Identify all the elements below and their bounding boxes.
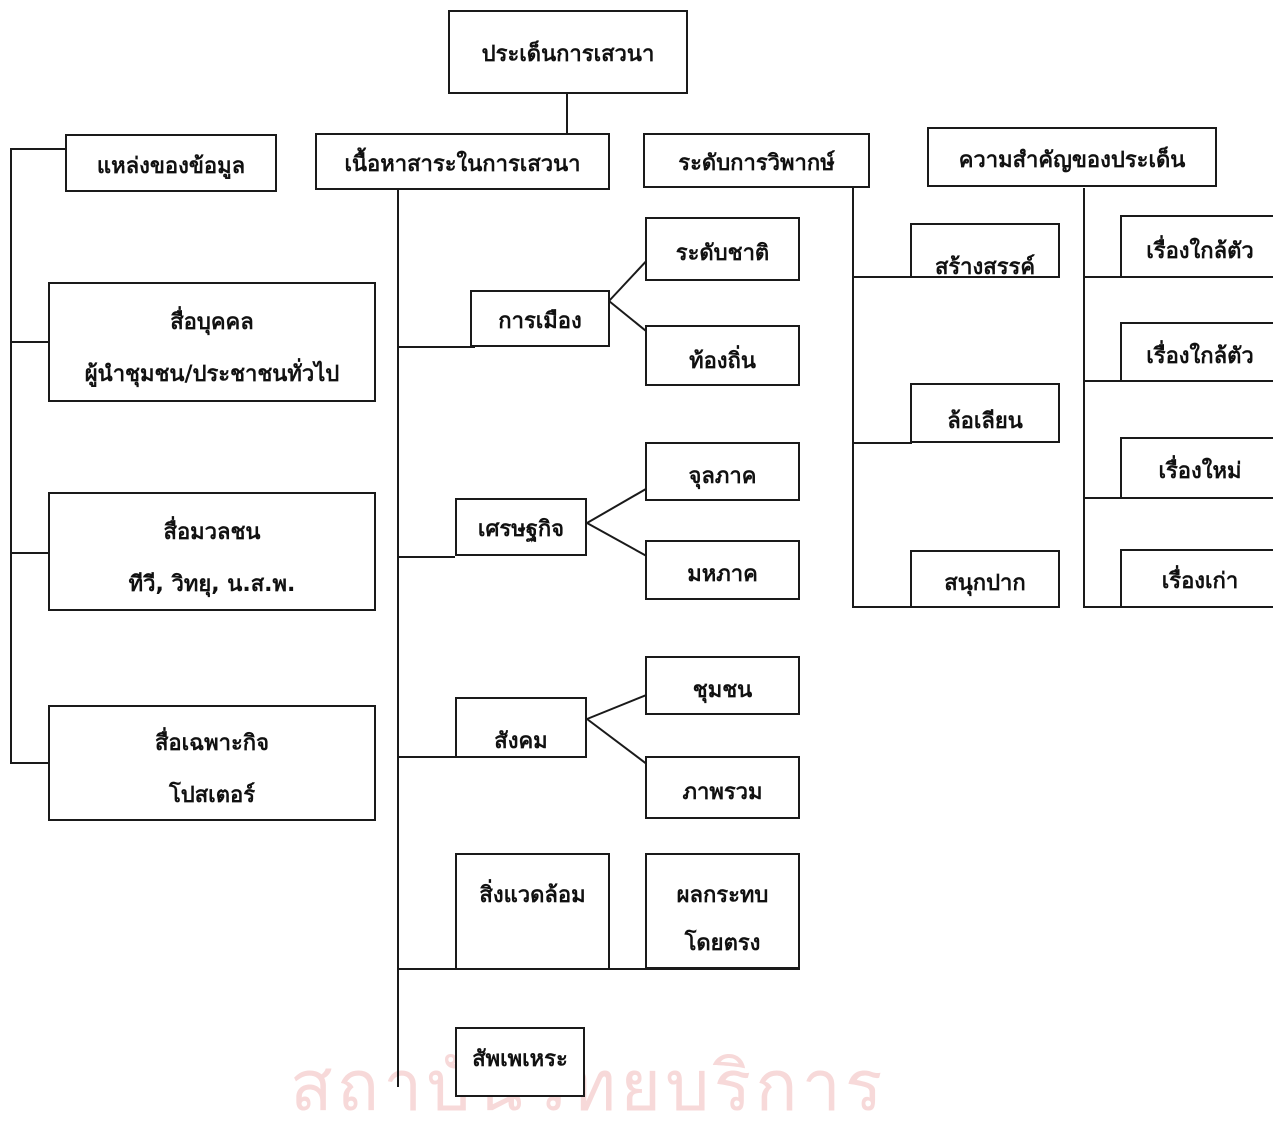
importance-header: ความสำคัญของประเด็น — [927, 127, 1217, 187]
connector — [1083, 380, 1123, 382]
importance-item: เรื่องเก่า — [1120, 549, 1273, 608]
subtopic-label: ชุมชน — [692, 678, 753, 703]
root-label: ประเด็นการเสวนา — [481, 42, 655, 67]
topic-label: สิ่งแวดล้อม — [479, 883, 586, 908]
connector — [10, 552, 50, 554]
source-title: สื่อบุคคล — [170, 310, 254, 335]
connector — [852, 606, 912, 608]
subtopic: ภาพรวม — [645, 756, 800, 819]
importance-item: เรื่องใกล้ตัว — [1120, 322, 1273, 382]
connector — [397, 556, 455, 558]
connector — [397, 346, 475, 348]
subtopic: มหภาค — [645, 540, 800, 600]
topic-label: สังคม — [494, 729, 548, 754]
importance-label: เรื่องใกล้ตัว — [1146, 239, 1254, 264]
subtopic-label: ท้องถิ่น — [689, 349, 756, 374]
importance-label: เรื่องใกล้ตัว — [1146, 344, 1254, 369]
topic-label: การเมือง — [498, 309, 582, 334]
connector — [586, 522, 652, 560]
root-node: ประเด็นการเสวนา — [448, 10, 688, 94]
subtopic-label: มหภาค — [687, 562, 758, 587]
importance-label: เรื่องใหม่ — [1158, 459, 1242, 484]
connector — [586, 484, 654, 524]
connector — [586, 692, 652, 720]
criticism-label: สร้างสรรค์ — [934, 255, 1036, 280]
topic-misc: สัพเพเหระ — [455, 1027, 585, 1097]
topic-environment: สิ่งแวดล้อม — [455, 853, 610, 970]
connector — [10, 341, 50, 343]
content-header-label: เนื้อหาสาระในการเสวนา — [344, 152, 581, 177]
source-sub: โปสเตอร์ — [168, 783, 256, 808]
subtopic-label: ผลกระทบ — [676, 883, 769, 908]
connector — [566, 93, 568, 133]
criticism-label: ล้อเลียน — [947, 409, 1023, 434]
subtopic-label: จุลภาค — [688, 464, 757, 489]
criticism-item: ล้อเลียน — [910, 383, 1060, 443]
connector — [852, 276, 912, 278]
institution-watermark: สถาบันวิทยบริการ — [290, 1045, 887, 1127]
connector — [10, 762, 50, 764]
criticism-header-label: ระดับการวิพากษ์ — [678, 151, 835, 176]
importance-item: เรื่องใหม่ — [1120, 437, 1273, 499]
criticism-item: สนุกปาก — [910, 550, 1060, 608]
connector — [1083, 276, 1123, 278]
issue-tree-diagram: สถาบันวิทยบริการ ประเด็นการเสวนา แหล่งขอ… — [10, 10, 1273, 1127]
criticism-header: ระดับการวิพากษ์ — [643, 133, 870, 188]
source-item: สื่อมวลชน ทีวี, วิทยุ, น.ส.พ. — [48, 492, 376, 611]
source-title: สื่อเฉพาะกิจ — [154, 731, 270, 756]
source-item: สื่อเฉพาะกิจ โปสเตอร์ — [48, 705, 376, 821]
subtopic: ระดับชาติ — [645, 217, 800, 281]
connector — [852, 188, 854, 608]
source-sub: ทีวี, วิทยุ, น.ส.พ. — [128, 572, 296, 597]
subtopic: ชุมชน — [645, 656, 800, 715]
connector — [10, 148, 66, 150]
content-header: เนื้อหาสาระในการเสวนา — [315, 133, 610, 190]
subtopic: ท้องถิ่น — [645, 325, 800, 386]
source-item: สื่อบุคคล ผู้นำชุมชน/ประชาชนทั่วไป — [48, 282, 376, 402]
connector — [397, 756, 455, 758]
connector — [10, 148, 12, 764]
importance-header-label: ความสำคัญของประเด็น — [958, 148, 1186, 173]
connector — [397, 190, 399, 1087]
subtopic-label: ภาพรวม — [682, 780, 763, 805]
source-sub: ผู้นำชุมชน/ประชาชนทั่วไป — [84, 362, 340, 387]
connector — [1083, 188, 1085, 608]
sources-header-label: แหล่งของข้อมูล — [96, 154, 246, 179]
subtopic: จุลภาค — [645, 442, 800, 501]
source-title: สื่อมวลชน — [163, 520, 261, 545]
topic-label: เศรษฐกิจ — [477, 517, 565, 542]
importance-item: เรื่องใกล้ตัว — [1120, 215, 1273, 278]
criticism-item: สร้างสรรค์ — [910, 223, 1060, 280]
criticism-label: สนุกปาก — [944, 571, 1026, 596]
importance-label: เรื่องเก่า — [1161, 569, 1239, 594]
topic-society: สังคม — [455, 697, 587, 758]
subtopic-label: โดยตรง — [684, 931, 761, 956]
subtopic-label: ระดับชาติ — [675, 241, 770, 266]
connector — [586, 718, 651, 768]
connector — [852, 442, 912, 444]
topic-politics: การเมือง — [470, 290, 610, 347]
connector — [1083, 497, 1123, 499]
sources-header: แหล่งของข้อมูล — [65, 134, 277, 192]
connector — [1083, 606, 1123, 608]
topic-economy: เศรษฐกิจ — [455, 498, 587, 556]
topic-label: สัพเพเหระ — [472, 1047, 568, 1072]
subtopic: ผลกระทบ โดยตรง — [645, 853, 800, 969]
